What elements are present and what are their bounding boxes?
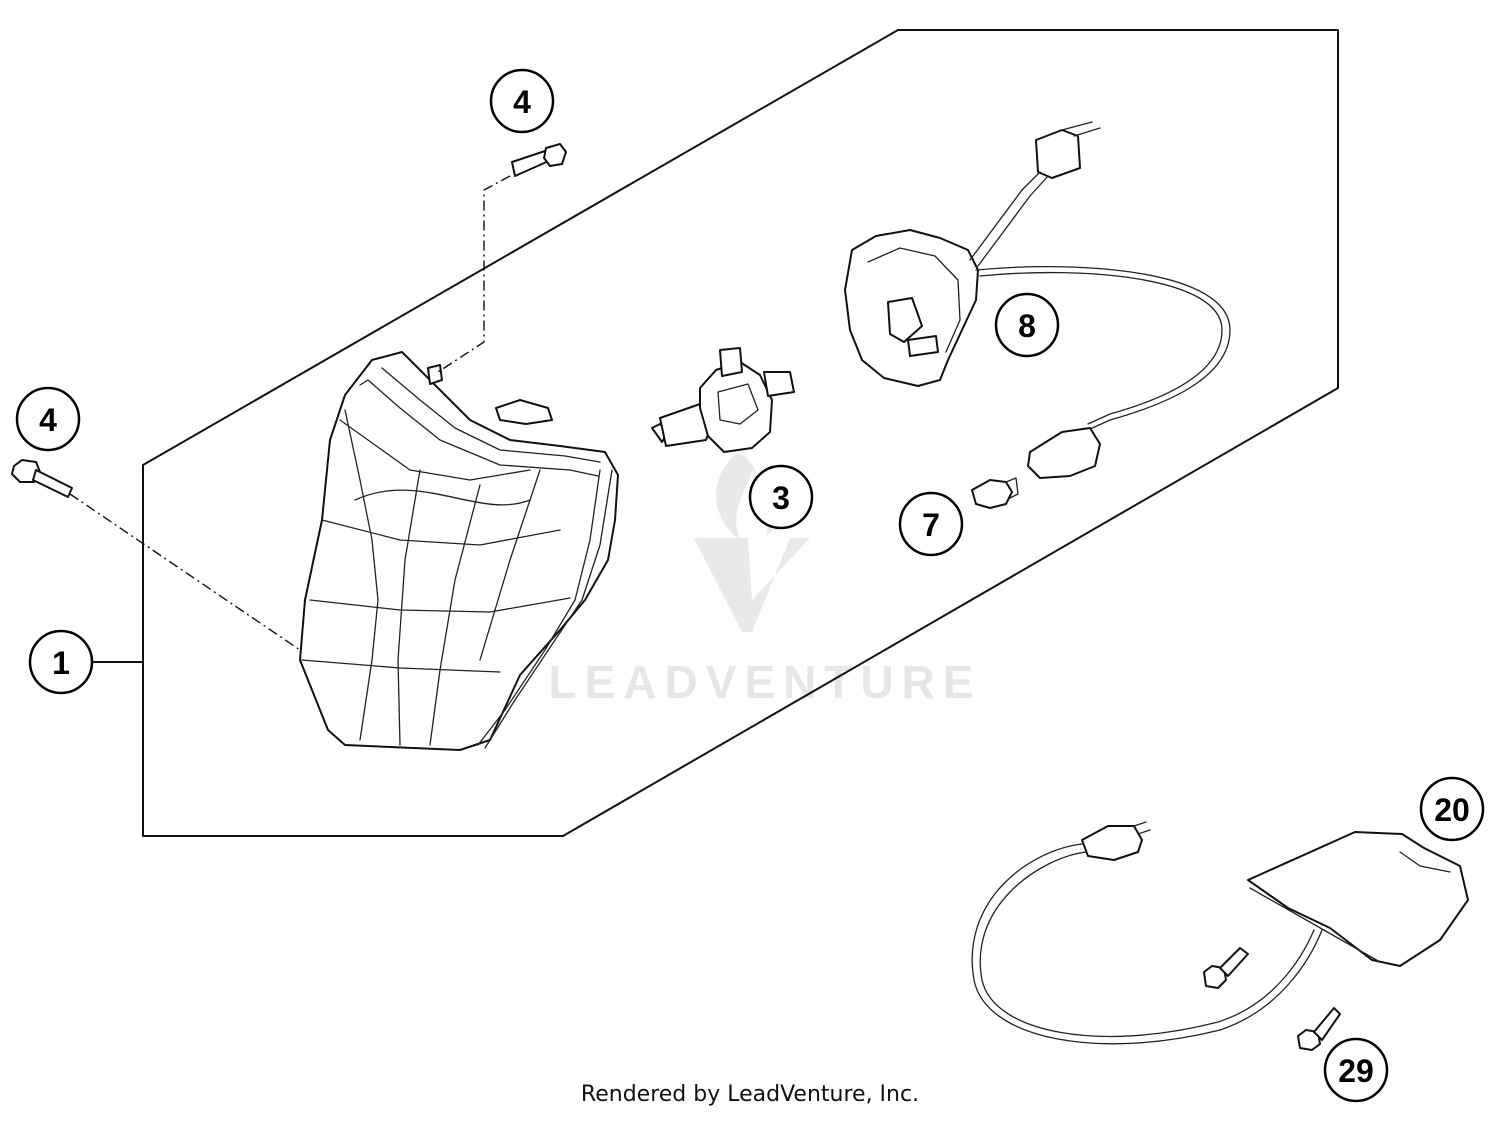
- bulb-h4: [651, 347, 795, 453]
- callout-20: 20: [1419, 776, 1485, 842]
- callout-7: 7: [898, 491, 964, 557]
- parking-bulb: [971, 477, 1019, 509]
- bolts-29: [1203, 947, 1341, 1051]
- svg-text:20: 20: [1434, 792, 1470, 828]
- svg-text:7: 7: [922, 507, 940, 543]
- svg-text:1: 1: [52, 645, 70, 681]
- assembly-outline: [91, 29, 1339, 837]
- callout-3: 3: [748, 464, 814, 530]
- bolt-top: [437, 143, 567, 373]
- callout-29: 29: [1323, 1037, 1389, 1103]
- callout-8: 8: [994, 292, 1060, 358]
- svg-text:3: 3: [772, 480, 790, 516]
- callout-4-left: 4: [15, 386, 81, 452]
- callout-4-top: 4: [489, 68, 555, 134]
- footer-credit: Rendered by LeadVenture, Inc.: [580, 1082, 920, 1107]
- headlamp: [299, 351, 619, 751]
- bulb-socket: [844, 121, 1231, 479]
- lamp-unit-20: [971, 821, 1469, 1045]
- watermark-text: LEADVENTURE: [548, 656, 981, 708]
- svg-text:4: 4: [513, 84, 531, 120]
- bolt-left: [11, 459, 301, 651]
- callout-1: 1: [28, 629, 94, 695]
- svg-text:8: 8: [1018, 308, 1036, 344]
- svg-text:29: 29: [1338, 1053, 1374, 1089]
- svg-text:4: 4: [39, 402, 57, 438]
